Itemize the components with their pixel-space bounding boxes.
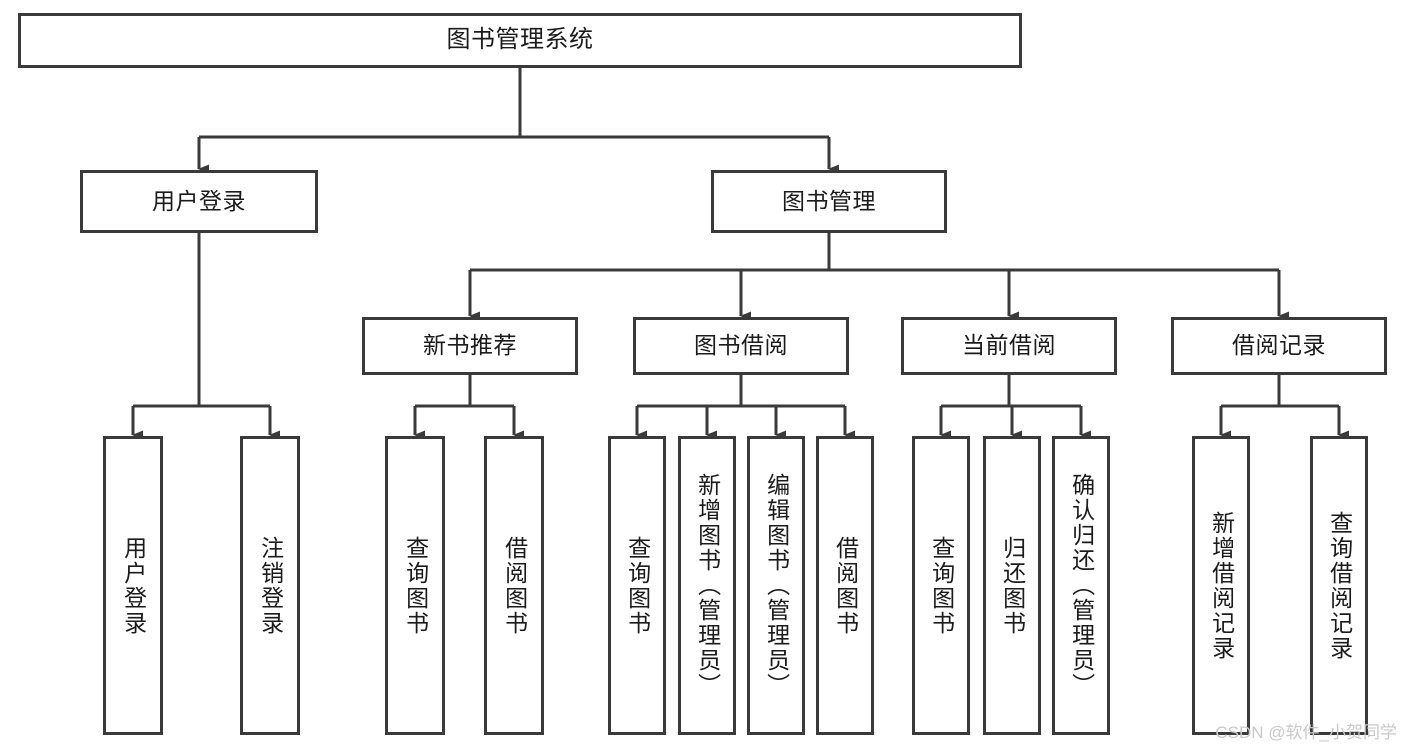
node-bookmgmt[interactable]: 图书管理	[711, 170, 947, 233]
node-label: 确认归还（管理员）	[1068, 473, 1095, 698]
node-leaf-borrow-4[interactable]: 借阅图书	[816, 436, 874, 735]
node-leaf-login-1[interactable]: 用户登录	[103, 436, 163, 735]
node-leaf-current-2[interactable]: 归还图书	[983, 436, 1041, 735]
node-leaf-newrec-2[interactable]: 借阅图书	[484, 436, 544, 735]
node-label: 注销登录	[257, 535, 284, 636]
node-label: 新增借阅记录	[1208, 510, 1235, 661]
node-leaf-records-1[interactable]: 新增借阅记录	[1192, 436, 1250, 735]
node-leaf-current-3[interactable]: 确认归还（管理员）	[1052, 436, 1110, 735]
node-login[interactable]: 用户登录	[80, 170, 318, 233]
node-borrow[interactable]: 图书借阅	[633, 317, 849, 375]
node-label: 查询图书	[624, 535, 651, 636]
node-label: 编辑图书（管理员）	[763, 473, 790, 698]
node-leaf-borrow-3[interactable]: 编辑图书（管理员）	[747, 436, 805, 735]
node-current[interactable]: 当前借阅	[901, 317, 1117, 375]
node-label: 当前借阅	[962, 332, 1056, 359]
node-leaf-borrow-2[interactable]: 新增图书（管理员）	[678, 436, 736, 735]
node-leaf-current-1[interactable]: 查询图书	[912, 436, 970, 735]
node-label: 借阅图书	[501, 535, 528, 636]
node-leaf-login-2[interactable]: 注销登录	[240, 436, 300, 735]
node-label: 借阅记录	[1232, 332, 1326, 359]
node-records[interactable]: 借阅记录	[1171, 317, 1387, 375]
node-label: 图书管理	[782, 187, 876, 214]
node-label: 查询借阅记录	[1326, 510, 1353, 661]
node-root[interactable]: 图书管理系统	[18, 13, 1022, 68]
node-label: 图书借阅	[694, 332, 788, 359]
node-label: 归还图书	[999, 535, 1026, 636]
node-label: 查询图书	[928, 535, 955, 636]
watermark: CSDN @软件_小贺同学	[1215, 723, 1397, 742]
node-label: 用户登录	[152, 187, 246, 214]
node-leaf-records-2[interactable]: 查询借阅记录	[1310, 436, 1368, 735]
node-leaf-borrow-1[interactable]: 查询图书	[608, 436, 666, 735]
node-label: 图书管理系统	[446, 26, 594, 54]
node-label: 查询图书	[402, 535, 429, 636]
node-label: 借阅图书	[832, 535, 859, 636]
node-label: 用户登录	[120, 535, 147, 636]
node-leaf-newrec-1[interactable]: 查询图书	[385, 436, 445, 735]
node-label: 新增图书（管理员）	[694, 473, 721, 698]
node-newrec[interactable]: 新书推荐	[362, 317, 578, 375]
node-label: 新书推荐	[423, 332, 517, 359]
